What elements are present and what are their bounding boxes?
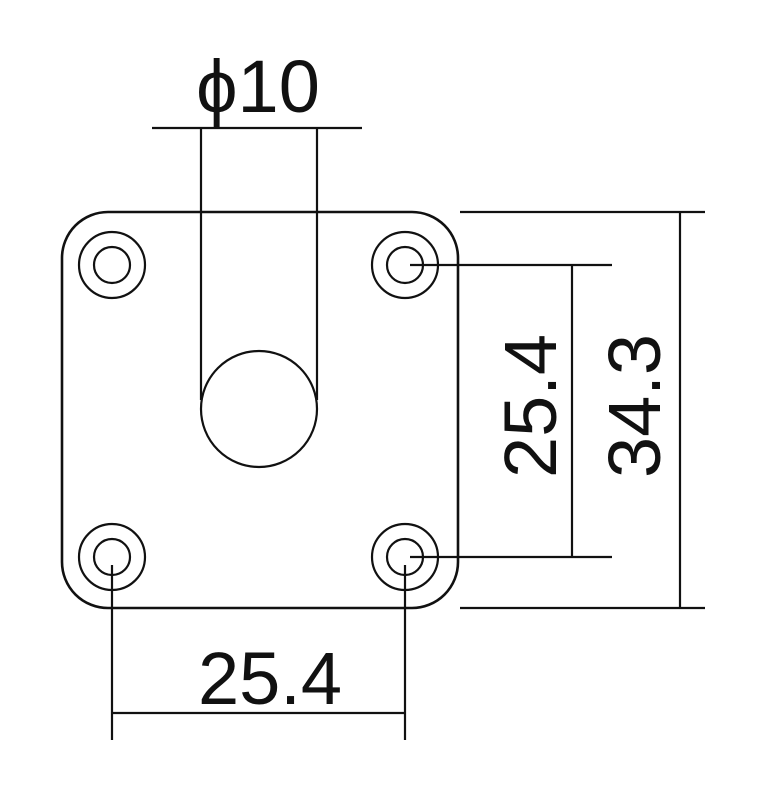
horizontal-spacing-label: 25.4 bbox=[198, 637, 342, 720]
diameter-dimension: ϕ10 bbox=[152, 45, 362, 400]
jack-hole bbox=[199, 349, 319, 469]
vertical-spacing-dimension: 25.4 bbox=[410, 263, 612, 559]
plate-height-label: 34.3 bbox=[593, 334, 676, 478]
horizontal-spacing-dimension: 25.4 bbox=[110, 565, 407, 740]
plate-outline bbox=[60, 210, 460, 610]
diameter-label: ϕ10 bbox=[196, 45, 320, 128]
plate-height-dimension: 34.3 bbox=[460, 210, 705, 610]
mount-hole-top-left bbox=[77, 230, 147, 300]
vertical-spacing-label: 25.4 bbox=[489, 334, 572, 478]
